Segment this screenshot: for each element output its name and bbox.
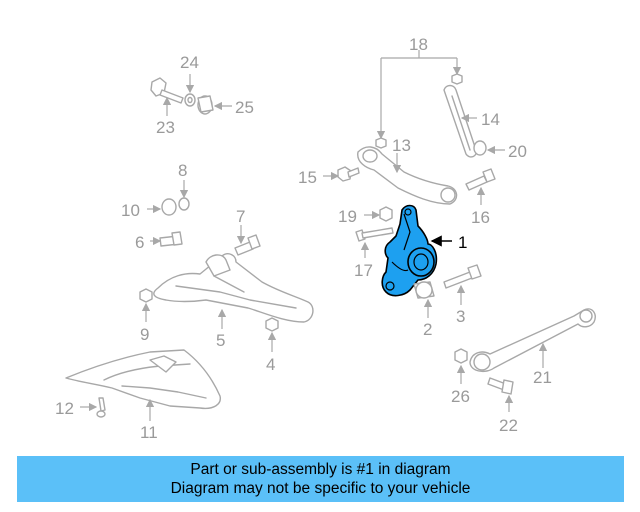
callout-25[interactable]: 25 [235, 98, 254, 117]
callout-1[interactable]: 1 [458, 233, 467, 252]
part-26-nut [454, 348, 468, 364]
part-12-clip [96, 397, 106, 418]
part-4-nut [265, 317, 279, 332]
callout-14[interactable]: 14 [481, 110, 500, 129]
part-22-bolt [487, 377, 514, 395]
callout-20[interactable]: 20 [508, 142, 527, 161]
callout-19[interactable]: 19 [338, 207, 357, 226]
part-11-shield [65, 349, 221, 410]
callout-21[interactable]: 21 [533, 368, 552, 387]
part-3-bolt [443, 264, 482, 289]
callout-8[interactable]: 8 [178, 161, 187, 180]
callout-7[interactable]: 7 [236, 207, 245, 226]
callout-6[interactable]: 6 [135, 233, 144, 252]
callout-12[interactable]: 12 [55, 399, 74, 418]
banner-line-1: Part or sub-assembly is #1 in diagram [190, 461, 451, 478]
part-17-bolt [355, 227, 394, 242]
part-14-link [443, 84, 478, 158]
part-21-link [469, 308, 596, 373]
part-16-bolt [465, 168, 496, 191]
part-10-bushing [161, 198, 177, 216]
callout-18[interactable]: 18 [409, 35, 428, 54]
part-2-bushing [413, 281, 435, 299]
callout-22[interactable]: 22 [499, 416, 518, 435]
callout-9[interactable]: 9 [140, 325, 149, 344]
part-18-nut-a [375, 137, 387, 149]
callout-10[interactable]: 10 [121, 201, 140, 220]
part-7-bolt [234, 234, 261, 256]
callout-11[interactable]: 11 [140, 423, 158, 442]
part-24-washer [184, 93, 196, 107]
callout-23[interactable]: 23 [156, 118, 175, 137]
part-5-control-arm [153, 253, 314, 323]
callout-4[interactable]: 4 [266, 355, 275, 374]
banner-line-2: Diagram may not be specific to your vehi… [170, 480, 471, 497]
callout-17[interactable]: 17 [354, 261, 373, 280]
callout-5[interactable]: 5 [216, 331, 225, 350]
part-20-bushing [473, 140, 487, 156]
parts-diagram: 1 2 3 4 5 6 7 8 9 10 11 12 13 14 15 16 1… [55, 35, 596, 442]
callout-24[interactable]: 24 [180, 53, 199, 72]
part-6-bolt [159, 231, 183, 247]
callout-16[interactable]: 16 [471, 208, 490, 227]
part-23-bolt [150, 77, 184, 104]
callout-15[interactable]: 15 [298, 168, 317, 187]
info-banner: Part or sub-assembly is #1 in diagram Di… [17, 456, 624, 502]
part-8-nut [178, 197, 190, 211]
callout-26[interactable]: 26 [451, 387, 470, 406]
part-18-nut-b [451, 73, 463, 85]
part-25-bushing [197, 95, 214, 115]
callout-2[interactable]: 2 [423, 320, 432, 339]
part-19-nut [379, 206, 393, 222]
part-13-upper-arm [357, 146, 458, 205]
part-15-bolt [337, 166, 360, 182]
part-1-knuckle[interactable] [381, 204, 438, 297]
part-9-nut [139, 288, 153, 303]
callout-13[interactable]: 13 [392, 136, 411, 155]
callout-3[interactable]: 3 [456, 307, 465, 326]
